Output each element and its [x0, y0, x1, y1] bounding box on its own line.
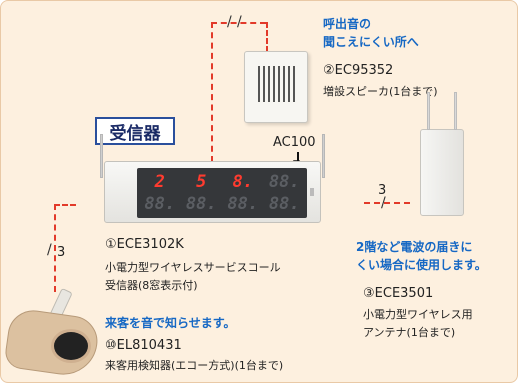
- detector-sensor-lens: [51, 329, 91, 363]
- display-window-2: 5: [196, 172, 207, 192]
- wire-antenna: [364, 202, 410, 204]
- wire-detector-top: [54, 204, 76, 206]
- antenna-rod-left: [427, 92, 430, 130]
- extension-speaker-image: [244, 51, 308, 123]
- receiver-description-line1: 小電力型ワイヤレスサービスコール: [105, 261, 281, 274]
- display-window-5: 88.: [144, 194, 176, 214]
- receiver-button: [310, 188, 314, 196]
- wire-detector-drop: [54, 204, 56, 292]
- antenna-model: ③ECE3501: [363, 286, 434, 301]
- antenna-heading-line2: くい場合に使用します。: [356, 258, 487, 272]
- receiver-antenna-left: [100, 134, 103, 178]
- speaker-description: 増設スピーカ(1台まで): [323, 85, 438, 98]
- wire-count-antenna: 3: [378, 183, 387, 198]
- speaker-heading-line1: 呼出音の: [323, 17, 372, 31]
- wire-break-mark: /: [227, 14, 232, 30]
- speaker-grille: [258, 66, 296, 102]
- detector-model: ⑩EL810431: [105, 338, 182, 353]
- display-window-1: 2: [154, 172, 165, 192]
- receiver-device-image: 2 5 8. 88. 88. 88. 88. 88.: [100, 134, 325, 223]
- wire-break-mark: /: [381, 195, 386, 211]
- receiver-antenna-right: [322, 134, 325, 178]
- receiver-8-window-display: 2 5 8. 88. 88. 88. 88. 88.: [137, 168, 307, 218]
- display-window-8: 88.: [268, 194, 300, 214]
- wireless-antenna-image: [420, 92, 464, 216]
- antenna-rod-right: [454, 92, 457, 130]
- receiver-label: 受信器: [95, 117, 175, 145]
- receiver-description-line2: 受信器(8窓表示付): [105, 279, 198, 292]
- receiver-model: ①ECE3102K: [105, 237, 184, 252]
- visitor-detector-image: [3, 287, 101, 379]
- display-window-3: 8.: [232, 172, 253, 192]
- ac-arrow-line: [297, 152, 299, 164]
- detector-heading: 来客を音で知らせます。: [105, 316, 236, 330]
- wire-speaker-top: [211, 22, 266, 24]
- speaker-heading-line2: 聞こえにくい所へ: [323, 35, 419, 49]
- detector-description: 来客用検知器(エコー方式)(1台まで): [105, 359, 284, 372]
- display-window-6: 88.: [185, 194, 217, 214]
- wire-count-detector: 3: [57, 245, 66, 260]
- antenna-description-line1: 小電力型ワイヤレス用: [363, 308, 473, 321]
- display-window-4: 88.: [268, 172, 300, 192]
- wire-speaker-drop: [266, 22, 268, 52]
- wire-receiver-riser: [211, 22, 213, 162]
- wire-break-mark: /: [237, 14, 242, 30]
- display-window-7: 88.: [227, 194, 259, 214]
- antenna-description-line2: アンテナ(1台まで): [363, 326, 456, 339]
- wire-break-mark: /: [47, 242, 52, 258]
- ac-power-label: AC100: [273, 135, 316, 150]
- antenna-heading-line1: 2階など電波の届きに: [356, 240, 473, 254]
- speaker-model: ②EC95352: [323, 63, 394, 78]
